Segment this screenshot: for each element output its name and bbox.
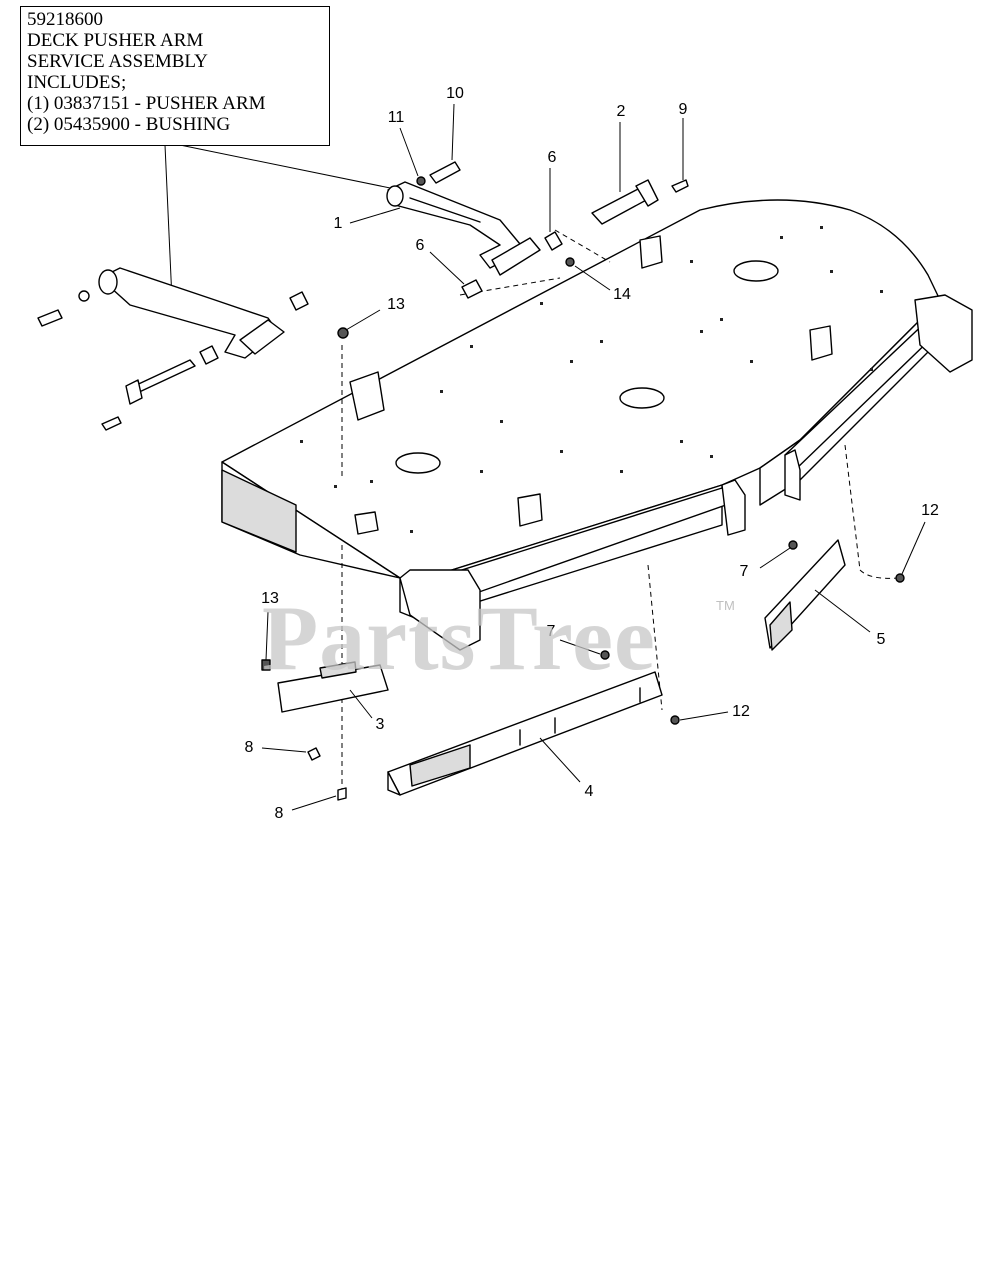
note-line-part-number: 59218600 — [27, 9, 103, 30]
callout-10[interactable]: 10 — [446, 85, 464, 102]
callout-7-lower[interactable]: 7 — [546, 623, 556, 640]
callout-12-right[interactable]: 12 — [921, 502, 939, 519]
note-line-title: DECK PUSHER ARM — [27, 30, 204, 51]
callout-3[interactable]: 3 — [375, 716, 385, 733]
trademark-symbol: TM — [716, 598, 735, 613]
callout-8-lower[interactable]: 8 — [274, 805, 284, 822]
note-line-bushing: (2) 05435900 - BUSHING — [27, 114, 231, 135]
callout-13-upper[interactable]: 13 — [387, 296, 405, 313]
note-line-includes: INCLUDES; — [27, 72, 127, 93]
callout-11[interactable]: 11 — [387, 109, 405, 126]
callout-8-upper[interactable]: 8 — [244, 739, 254, 756]
callout-2[interactable]: 2 — [616, 103, 626, 120]
callout-1[interactable]: 1 — [333, 215, 343, 232]
callout-7-right[interactable]: 7 — [739, 563, 749, 580]
service-assembly-note: 59218600 DECK PUSHER ARM SERVICE ASSEMBL… — [20, 6, 330, 146]
note-line-pusher-arm: (1) 03837151 - PUSHER ARM — [27, 93, 266, 114]
callout-9[interactable]: 9 — [678, 101, 688, 118]
callout-4[interactable]: 4 — [584, 783, 594, 800]
note-line-subtitle: SERVICE ASSEMBLY — [27, 51, 208, 72]
callout-6-lower[interactable]: 6 — [415, 237, 425, 254]
callout-14[interactable]: 14 — [613, 286, 631, 303]
callout-12-lower[interactable]: 12 — [732, 703, 750, 720]
partstree-watermark: PartsTree — [262, 587, 656, 689]
callout-13-lower[interactable]: 13 — [261, 590, 279, 607]
callout-6-upper[interactable]: 6 — [547, 149, 557, 166]
deck-top — [221, 199, 941, 581]
callout-5[interactable]: 5 — [876, 631, 886, 648]
